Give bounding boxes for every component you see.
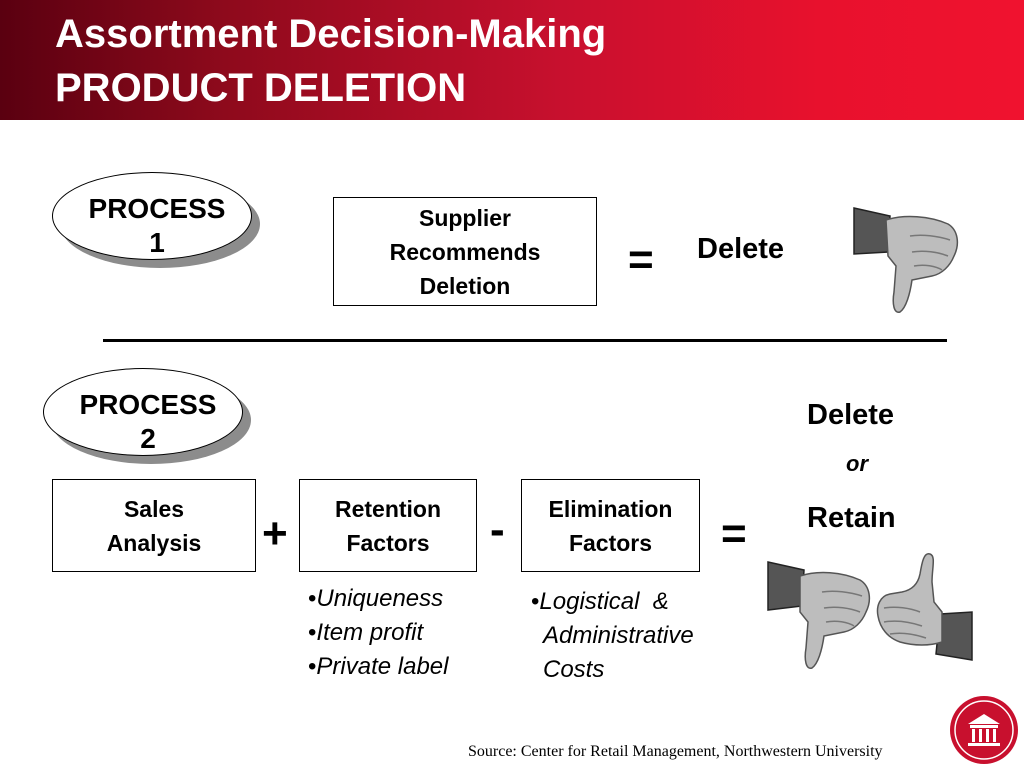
retain-result: Retain — [807, 502, 896, 534]
box-line: Deletion — [419, 272, 511, 299]
box-line: Sales — [123, 495, 185, 522]
process-2-label: PROCESS — [79, 389, 217, 420]
thumbs-down-icon — [767, 561, 871, 669]
delete-result-2: Delete — [807, 399, 895, 431]
retention-bullet-list: •Uniqueness •Item profit •Private label — [308, 582, 448, 684]
plus-sign: + — [262, 509, 288, 558]
process-1-label: PROCESS — [88, 193, 226, 224]
sales-analysis-box: Sales Analysis — [52, 479, 256, 572]
slide-subtitle: PRODUCT DELETION — [55, 66, 467, 110]
slide-title: Assortment Decision-Making — [55, 12, 607, 56]
source-citation: Source: Center for Retail Management, No… — [468, 743, 883, 760]
box-line: Recommends — [389, 238, 541, 265]
box-line: Factors — [346, 529, 430, 556]
list-item: •Logistical & — [531, 588, 669, 615]
box-line: Factors — [568, 529, 653, 556]
supplier-recommends-box: Supplier Recommends Deletion — [333, 197, 597, 306]
delete-result: Delete — [697, 233, 785, 265]
box-line: Elimination — [548, 495, 673, 522]
thumbs-up-icon — [876, 553, 973, 661]
elimination-factors-box: Elimination Factors — [521, 479, 700, 572]
process-2-number: 2 — [140, 423, 156, 454]
list-item: •Private label — [308, 653, 449, 680]
retention-factors-box: Retention Factors — [299, 479, 477, 572]
minus-sign: - — [490, 505, 505, 554]
box-line: Analysis — [106, 529, 202, 556]
title-banner: Assortment Decision-Making PRODUCT DELET… — [0, 0, 1024, 120]
list-item: Administrative — [543, 622, 694, 649]
or-text: or — [846, 451, 868, 476]
thumbs-down-icon — [853, 207, 959, 313]
section-divider — [103, 339, 947, 342]
box-line: Supplier — [418, 204, 511, 231]
box-line: Retention — [334, 495, 442, 522]
elimination-bullet-list: •Logistical & Administrative Costs — [531, 585, 694, 687]
list-item: •Uniqueness — [308, 585, 444, 612]
equals-sign: = — [628, 235, 654, 284]
equals-sign-2: = — [721, 509, 747, 558]
university-seal-icon — [950, 696, 1018, 764]
list-item: Costs — [543, 656, 605, 683]
process-1-number: 1 — [149, 227, 165, 258]
list-item: •Item profit — [308, 619, 424, 646]
